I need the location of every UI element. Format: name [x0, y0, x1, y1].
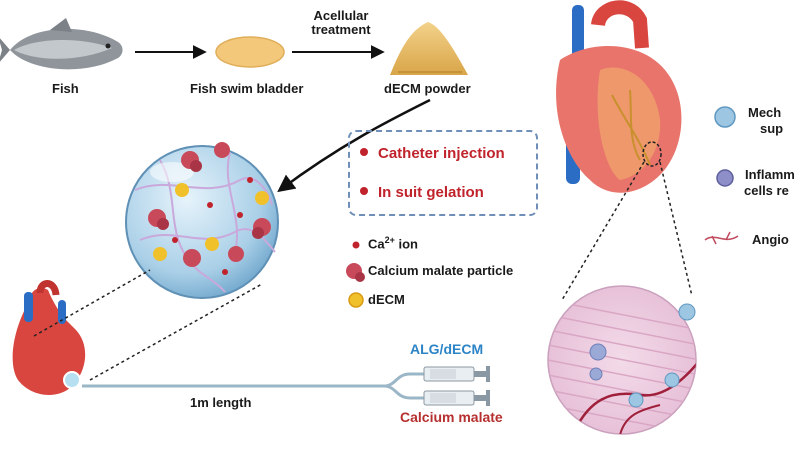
mesenchymal-cell-icon — [714, 106, 736, 128]
syringe-top — [423, 366, 490, 382]
zoom-target-marker — [642, 141, 662, 167]
zoom-line-lower — [89, 283, 263, 381]
swim-bladder-icon — [215, 36, 285, 68]
effect-angiogenesis: Angio — [752, 232, 789, 247]
legend-ion-sup: 2+ — [384, 235, 395, 245]
arrow-powder-to-gel — [277, 98, 431, 193]
legend-ion-icon — [352, 241, 360, 249]
right-heart-icon — [556, 0, 682, 193]
method-catheter-injection: Catheter injection — [360, 145, 505, 163]
legend-ion-prefix: Ca — [368, 236, 385, 252]
effect-inflammatory-line1: Inflamm — [745, 167, 795, 182]
method-catheter-text: Catheter injection — [378, 145, 505, 162]
effect-mechanical-line2: sup — [760, 121, 784, 136]
legend-decm-icon — [348, 292, 364, 308]
legend-particle-label: Calcium malate particle — [368, 263, 514, 278]
inflammatory-cell-icon — [716, 169, 734, 187]
powder-label: dECM powder — [384, 81, 471, 96]
delivery-method-box — [348, 130, 538, 216]
bullet-icon — [360, 148, 368, 157]
left-heart-icon — [12, 280, 86, 395]
catheter-split — [383, 372, 424, 400]
method-gelation-text: In suit gelation — [378, 184, 484, 201]
powder-pile-icon — [390, 22, 468, 75]
syringe-bottom — [423, 390, 490, 406]
catheter-length-label: 1m length — [190, 395, 252, 410]
fish-icon — [0, 18, 123, 70]
treatment-label-line1: Acellular — [313, 8, 369, 23]
swim-bladder-label: Fish swim bladder — [190, 81, 304, 96]
legend-decm-label: dECM — [368, 292, 405, 307]
syringe-bottom-label: Calcium malate — [400, 409, 503, 425]
angiogenesis-icon — [704, 231, 739, 245]
treatment-label-line2: treatment — [311, 22, 371, 38]
legend-particle-icon — [346, 263, 365, 282]
zoom-line-upper — [33, 269, 151, 337]
tissue-section — [547, 285, 697, 435]
bullet-icon — [360, 187, 368, 196]
legend-ion-label: Ca2+ ion — [368, 235, 419, 252]
syringe-top-label: ALG/dECM — [410, 341, 484, 357]
treatment-label: Acellular treatment — [298, 8, 384, 38]
effect-mechanical-line1: Mech — [748, 105, 782, 120]
legend-ion-suffix: ion — [394, 236, 419, 252]
method-in-situ-gelation: In suit gelation — [360, 184, 484, 202]
gel-particle-cluster — [148, 142, 271, 275]
zoom-line-right-1 — [561, 161, 645, 301]
zoom-line-right-2 — [659, 161, 693, 297]
effect-inflammatory-line2: cells re — [744, 183, 789, 198]
fish-label: Fish — [52, 81, 79, 96]
